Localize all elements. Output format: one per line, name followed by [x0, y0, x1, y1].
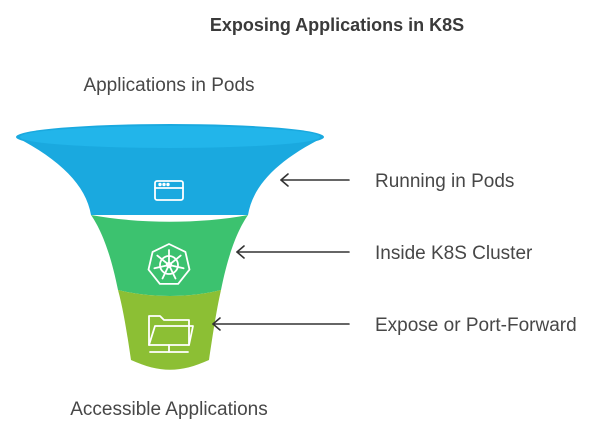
funnel-stage-running-in-pods [16, 137, 324, 215]
network-folder-icon [148, 315, 194, 353]
arrow-running-in-pods [280, 173, 350, 187]
funnel-stage-expose-or-port-forward [118, 290, 221, 370]
funnel-top-rim-highlight [20, 126, 320, 148]
top-label: Applications in Pods [83, 75, 254, 96]
stage-label-inside-k8s-cluster: Inside K8S Cluster [375, 243, 533, 264]
kubernetes-helm-icon [147, 243, 191, 285]
browser-window-icon [154, 180, 184, 201]
stage-label-running-in-pods: Running in Pods [375, 171, 514, 192]
arrow-expose-or-port-forward [212, 317, 350, 331]
stage-label-expose-or-port-forward: Expose or Port-Forward [375, 315, 577, 336]
arrow-inside-k8s-cluster [236, 245, 350, 259]
bottom-label: Accessible Applications [70, 399, 268, 420]
diagram-title: Exposing Applications in K8S [210, 15, 464, 35]
